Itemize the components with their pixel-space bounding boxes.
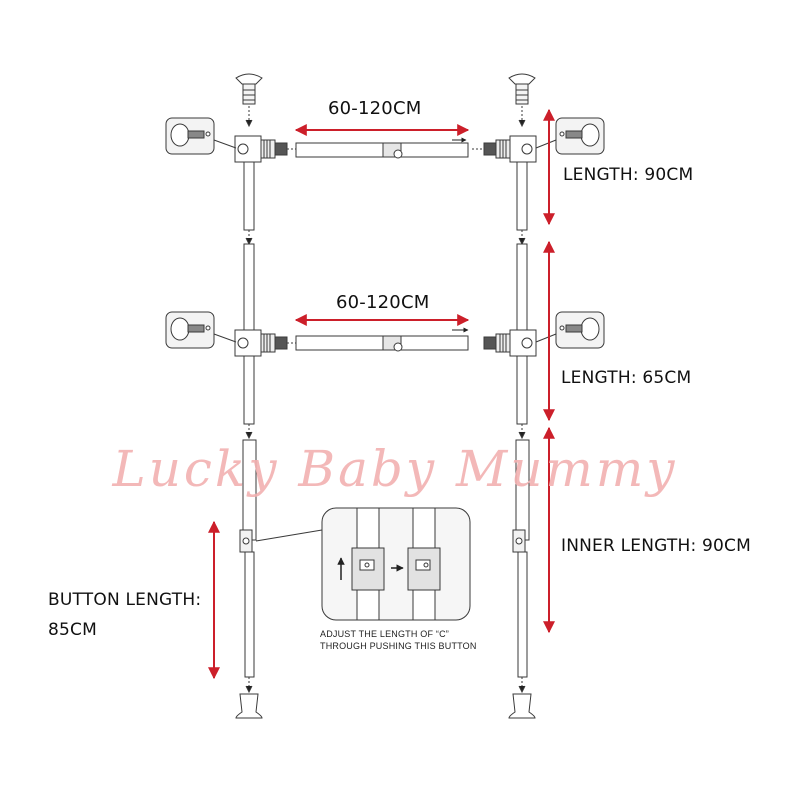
right-middle-knob-callout xyxy=(535,311,605,349)
middle-bar-range-label: 60-120CM xyxy=(336,292,430,313)
left-top-knob-callout xyxy=(165,117,237,155)
adjust-note: ADJUST THE LENGTH OF “C” THROUGH PUSHING… xyxy=(320,628,477,652)
right-pole xyxy=(508,73,536,719)
left-middle-knob-callout xyxy=(165,311,237,349)
right-top-cap xyxy=(508,73,536,128)
right-top-knob-callout xyxy=(535,117,605,155)
top-crossbar xyxy=(295,137,469,159)
top-bar-range-label: 60-120CM xyxy=(328,98,422,119)
button-length-label-line1: BUTTON LENGTH: xyxy=(48,590,202,610)
adjust-note-line2: THROUGH PUSHING THIS BUTTON xyxy=(320,641,477,651)
watermark: Lucky Baby Mummy xyxy=(112,440,678,498)
left-pole xyxy=(235,73,263,719)
middle-crossbar xyxy=(295,327,469,352)
left-middle-connector xyxy=(234,329,296,357)
inner-length-label: INNER LENGTH: 90CM xyxy=(561,536,751,556)
dimension-arrows xyxy=(208,108,555,680)
right-middle-connector xyxy=(483,329,537,357)
adjust-note-line1: ADJUST THE LENGTH OF “C” xyxy=(320,629,449,639)
left-top-cap xyxy=(235,73,263,128)
right-top-connector xyxy=(472,135,537,163)
button-detail-callout xyxy=(255,507,471,621)
middle-length-label: LENGTH: 65CM xyxy=(561,368,692,388)
button-length-label-line2: 85CM xyxy=(48,620,97,640)
left-top-connector xyxy=(234,135,296,163)
top-length-label: LENGTH: 90CM xyxy=(563,165,694,185)
